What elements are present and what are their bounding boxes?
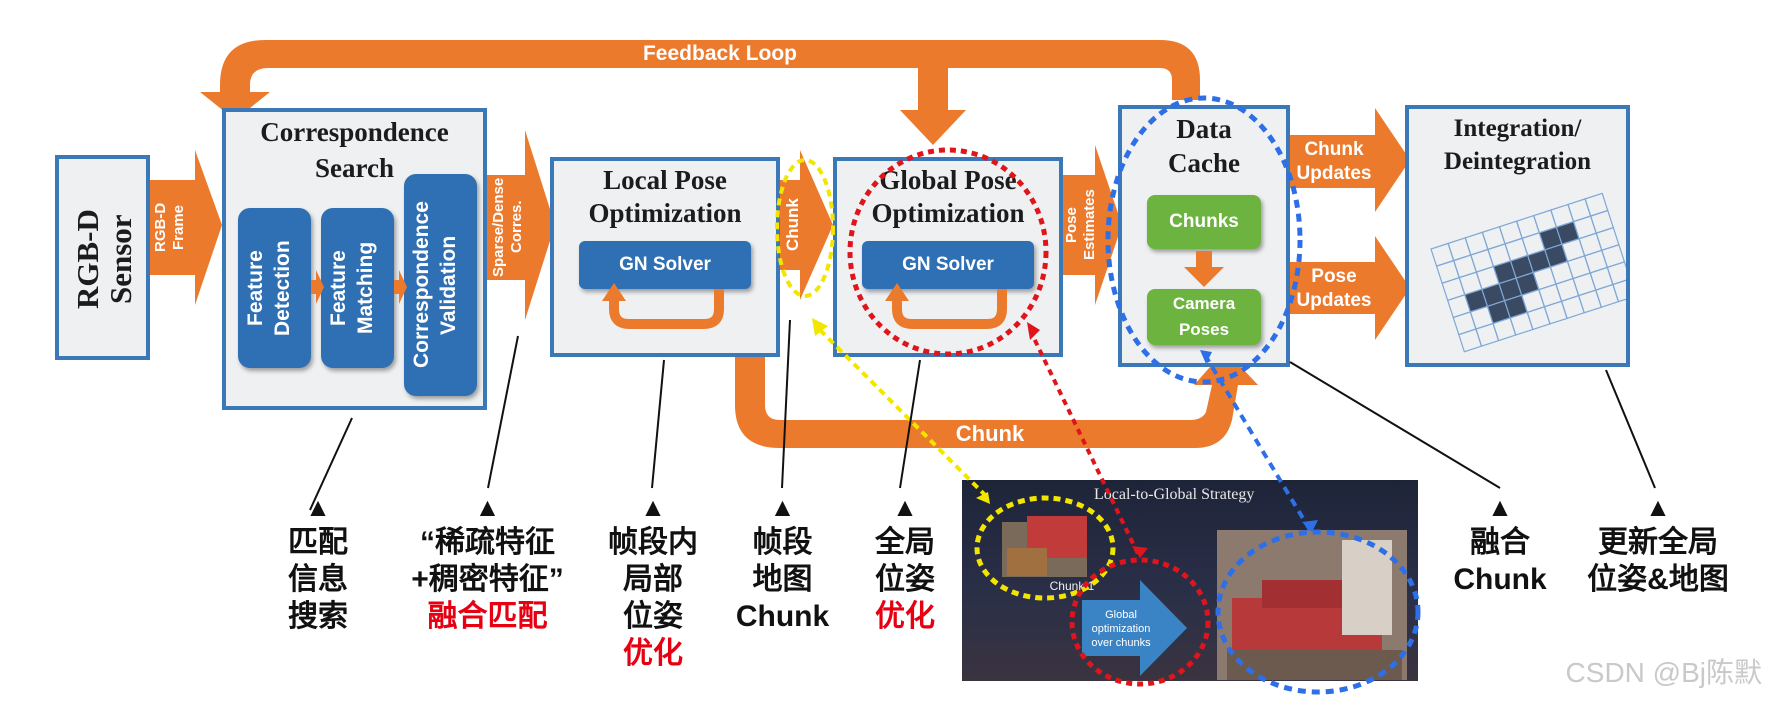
chunk-bottom-arrow: [735, 350, 1258, 448]
annotation-2: ▲ “稀疏特征 +稠密特征” 融合匹配: [405, 490, 570, 635]
correspondence-search-title: Correspondence Search: [260, 117, 449, 183]
feature-detection-block: Feature Detection: [238, 208, 311, 368]
feedback-loop-label: Feedback Loop: [642, 42, 798, 65]
annotation-4: ▲ 帧段 地图 Chunk: [730, 490, 835, 635]
correspondence-validation-block: Correspondence Validation: [404, 174, 477, 396]
annotation-1: ▲ 匹配 信息 搜索: [268, 490, 368, 635]
annotation-7: ▲ 更新全局 位姿&地图: [1578, 490, 1738, 598]
annotation-2-line-2: +稠密特征”: [411, 563, 564, 596]
annotation-5: ▲ 全局 位姿 优化: [860, 490, 950, 635]
global-pose-title: Global Pose Optimization: [871, 165, 1025, 228]
yellow-ellipse-chunk: [775, 158, 835, 298]
camera-poses-block: Camera Poses: [1147, 289, 1261, 345]
chunk-updates-arrow: [1290, 108, 1410, 212]
pointer-global: [899, 359, 921, 489]
annotation-3-line-1: 帧段内: [608, 526, 698, 559]
local-pose-title: Local Pose Optimization: [588, 165, 742, 228]
annotation-6-line-2: Chunk: [1453, 563, 1547, 596]
global-pose-box: Global Pose Optimization GN Solver: [833, 157, 1063, 357]
blue-ellipse-inset: [1215, 529, 1421, 695]
pointer-local: [651, 359, 665, 489]
annotation-5-marker: ▲: [892, 492, 918, 522]
annotation-7-line-1: 更新全局: [1598, 526, 1718, 559]
pointer-chunk: [781, 319, 791, 489]
local-solver-loop: [602, 283, 724, 329]
data-cache-box: Data Cache Chunks Camera Poses: [1118, 105, 1290, 367]
chunks-to-poses-arrow: [1184, 251, 1224, 287]
annotation-6-marker: ▲: [1487, 492, 1513, 522]
annotation-1-marker: ▲: [305, 492, 331, 522]
feedback-down-arrow: [900, 68, 966, 145]
watermark: CSDN @Bj陈默: [1565, 657, 1762, 688]
pose-updates-label: Pose Updates: [1296, 266, 1372, 311]
inset-global-opt-label: Global optimization over chunks: [1091, 609, 1151, 649]
integration-title: Integration/ Deintegration: [1443, 115, 1592, 175]
local-pose-box: Local Pose Optimization GN Solver: [550, 157, 780, 357]
annotation-5-red-1: 优化: [875, 600, 935, 633]
annotation-3-line-2: 局部: [623, 563, 683, 596]
voxel-grid-icon: [1430, 192, 1626, 353]
annotation-6-line-1: 融合: [1470, 526, 1530, 559]
annotation-4-marker: ▲: [769, 492, 796, 522]
yellow-connector: [818, 328, 987, 497]
rgbd-sensor-box: RGB-D Sensor: [55, 155, 150, 360]
annotation-5-line-2: 位姿: [875, 563, 935, 596]
red-ellipse-inset: [1069, 557, 1211, 687]
blue-connector: [1203, 353, 1312, 532]
annotation-3-red-1: 优化: [623, 637, 683, 670]
chunk-updates-label: Chunk Updates: [1296, 139, 1372, 184]
yellow-ellipse-inset: [974, 495, 1116, 601]
pointer-sparse: [487, 335, 519, 489]
rgbd-frame-arrow: [148, 150, 222, 305]
local-gn-solver: GN Solver: [579, 241, 751, 289]
chunk-bottom-label: Chunk: [955, 421, 1025, 446]
pointer-correspondence: [309, 417, 353, 511]
annotation-5-line-1: 全局: [875, 526, 935, 559]
annotation-3-line-3: 位姿: [623, 600, 683, 633]
annotation-2-line-1: “稀疏特征: [420, 526, 555, 559]
annotation-1-line-3: 搜索: [288, 600, 348, 633]
annotation-7-marker: ▲: [1645, 492, 1671, 522]
chunks-block: Chunks: [1147, 195, 1261, 249]
sparse-dense-arrow: [485, 130, 555, 320]
annotation-2-red-1: 融合匹配: [427, 600, 548, 633]
annotation-1-line-2: 信息: [288, 563, 348, 596]
pose-updates-arrow: [1290, 236, 1410, 340]
feedback-loop-arrow: [200, 40, 1200, 120]
annotation-4-line-3: Chunk: [735, 600, 830, 633]
correspondence-search-box: Correspondence Search Feature Detection …: [222, 108, 487, 410]
blue-ellipse-cache: [1105, 95, 1303, 385]
pose-estimates-arrow: [1060, 145, 1122, 305]
integration-box: Integration/ Deintegration: [1405, 105, 1630, 367]
global-solver-loop: [885, 283, 1007, 329]
inset-title: Local-to-Global Strategy: [1094, 486, 1255, 503]
annotation-1-line-1: 匹配: [288, 526, 348, 559]
data-cache-title: Data Cache: [1168, 114, 1240, 178]
feature-matching-block: Feature Matching: [321, 208, 394, 368]
red-connector: [1028, 329, 1142, 559]
annotation-4-line-1: 帧段: [752, 526, 813, 559]
annotation-7-line-2: 位姿&地图: [1587, 563, 1729, 596]
red-ellipse-global: [847, 147, 1049, 357]
inner-arrows: [311, 270, 407, 304]
chunk-mid-arrow: [780, 150, 833, 300]
annotation-4-line-2: 地图: [752, 563, 813, 596]
pointer-update: [1605, 369, 1656, 489]
annotation-3: ▲ 帧段内 局部 位姿 优化: [598, 490, 708, 680]
pointer-fusion: [1289, 361, 1501, 489]
voxel-cell: [1612, 278, 1626, 303]
annotation-3-marker: ▲: [640, 492, 666, 522]
annotation-2-marker: ▲: [474, 492, 501, 522]
global-gn-solver: GN Solver: [862, 241, 1034, 289]
annotation-6: ▲ 融合 Chunk: [1445, 490, 1555, 598]
